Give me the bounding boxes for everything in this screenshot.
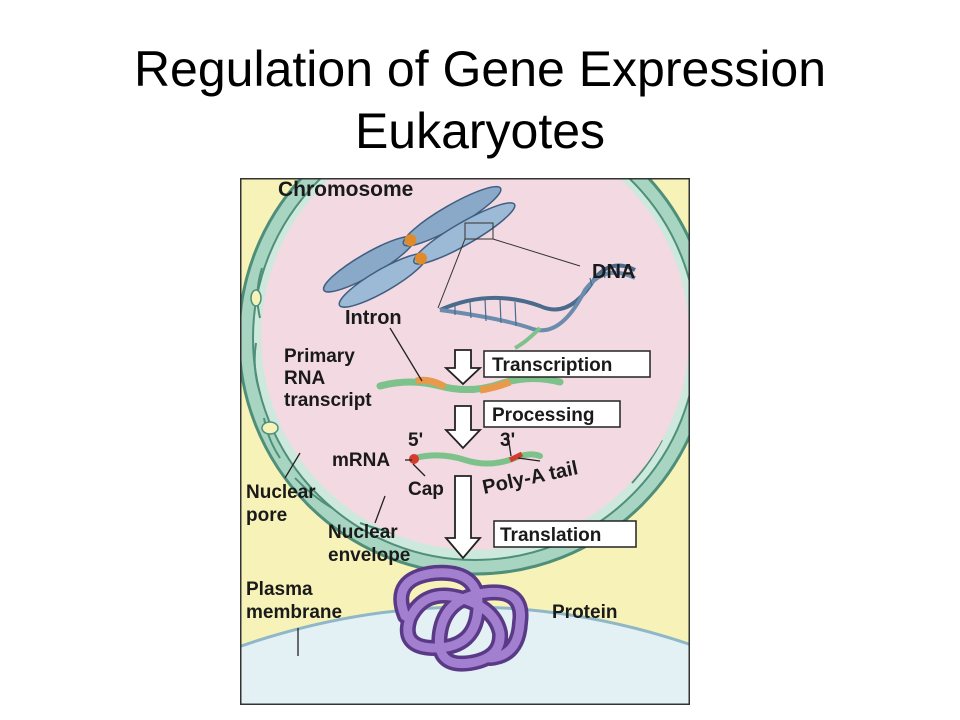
cap-label: Cap bbox=[408, 479, 444, 500]
primary-rna-transcript bbox=[376, 375, 564, 394]
down-arrow-icon bbox=[443, 349, 483, 560]
transcription-box bbox=[483, 350, 651, 378]
title-line-1: Regulation of Gene Expression bbox=[133, 41, 827, 97]
chromosome bbox=[322, 185, 516, 308]
title-line-2: Eukaryotes bbox=[354, 103, 606, 159]
primary-rna-label-1: Primary bbox=[284, 346, 355, 367]
dna-helix bbox=[439, 263, 636, 350]
intron-label: Intron bbox=[345, 307, 402, 329]
poly-a-tail-icon bbox=[508, 451, 524, 463]
slide-title: Regulation of Gene Expression Eukaryotes bbox=[0, 38, 960, 162]
protein-label: Protein bbox=[552, 602, 617, 623]
nuclear-pore bbox=[261, 421, 279, 435]
protein bbox=[393, 564, 529, 672]
plasma-membrane-label-2: membrane bbox=[246, 602, 342, 623]
processing-box bbox=[483, 400, 621, 428]
nuclear-pore-label-2: pore bbox=[246, 505, 287, 526]
dna-label: DNA bbox=[592, 261, 635, 283]
translation-label: Translation bbox=[500, 525, 601, 546]
translation-box bbox=[493, 520, 637, 548]
gene-expression-diagram: Chromosome DNA Intron Primary RNA transc… bbox=[240, 178, 690, 705]
nuclear-pore-label-1: Nuclear bbox=[246, 482, 316, 503]
chromosome-label: Chromosome bbox=[278, 178, 413, 201]
mrna bbox=[409, 451, 543, 467]
five-prime-label: 5' bbox=[408, 430, 423, 451]
cap-icon bbox=[409, 454, 419, 464]
three-prime-label: 3' bbox=[500, 430, 515, 451]
nuclear-envelope-label-1: Nuclear bbox=[328, 522, 398, 543]
primary-rna-label-3: transcript bbox=[284, 390, 372, 411]
nuclear-envelope-label-2: envelope bbox=[328, 545, 410, 566]
primary-rna-label-2: RNA bbox=[284, 368, 325, 389]
plasma-membrane-label-1: Plasma bbox=[246, 579, 313, 600]
mrna-label: mRNA bbox=[332, 450, 390, 471]
processing-label: Processing bbox=[492, 405, 594, 426]
transcription-label: Transcription bbox=[492, 355, 612, 376]
